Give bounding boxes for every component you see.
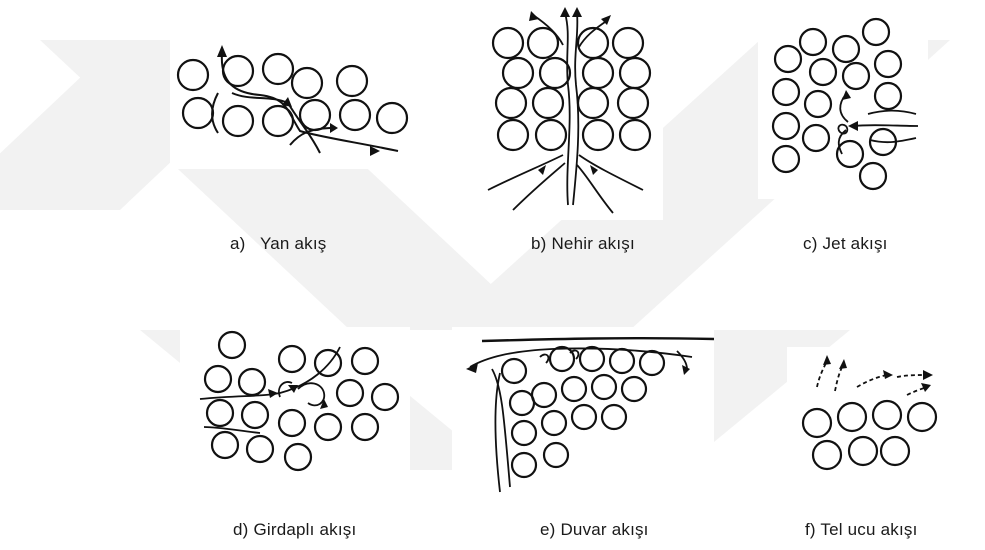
caption-jet-flow: c) Jet akışı [803,234,888,254]
vortex-flow-diagram [180,327,410,475]
panel-vortex-flow [180,327,410,475]
jet-flow-diagram [758,14,928,199]
wall-flow-diagram [452,327,714,500]
panel-jet-flow [758,14,928,199]
caption-wire-tip-flow: f) Tel ucu akışı [805,520,918,540]
panel-wire-tip-flow [787,347,947,475]
panel-river-flow [473,5,663,220]
caption-vortex-flow: d) Girdaplı akışı [233,520,356,540]
caption-wall-flow: e) Duvar akışı [540,520,649,540]
panel-wall-flow [452,327,714,500]
caption-side-flow: a) Yan akış [230,234,326,254]
side-flow-diagram [170,33,422,169]
river-flow-diagram [473,5,663,220]
caption-river-flow: b) Nehir akışı [531,234,635,254]
panel-side-flow [170,33,422,169]
wire-tip-flow-diagram [787,347,947,475]
